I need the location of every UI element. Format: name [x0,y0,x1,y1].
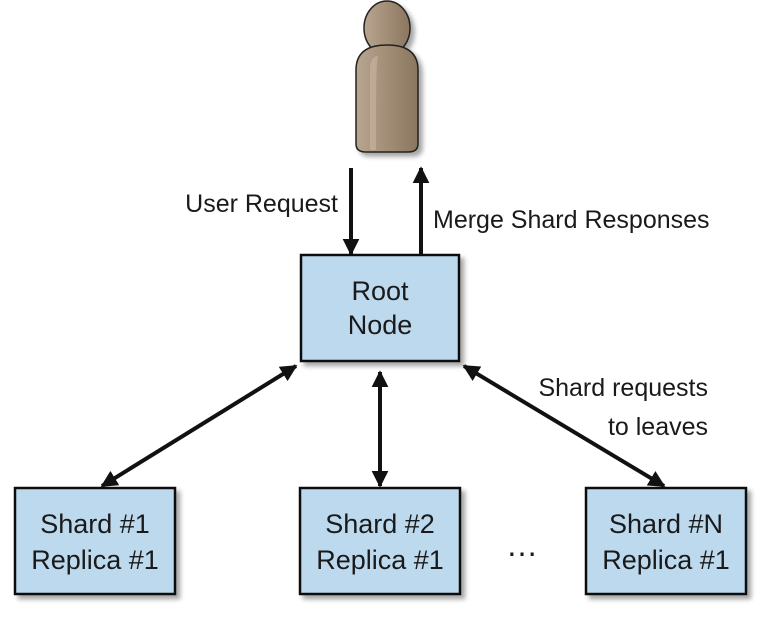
shard-1-label-line1: Shard #1 [40,509,150,539]
shard-n-label-line2: Replica #1 [602,545,730,575]
shard-requests-label-line1: Shard requests [538,374,708,402]
shard-n-label-line1: Shard #N [609,509,723,539]
merge-responses-label: Merge Shard Responses [433,206,710,234]
shard-1-label-line2: Replica #1 [31,545,159,575]
ellipsis-label: … [506,527,538,563]
shard-requests-label-line2: to leaves [608,413,708,441]
shard-2-label-line1: Shard #2 [325,509,435,539]
shard-2-label-line2: Replica #1 [316,545,444,575]
user-request-label: User Request [185,190,338,218]
user-icon [355,0,419,153]
root-node-label-line2: Node [348,310,413,340]
shard-node-n: Shard #N Replica #1 [584,486,748,596]
root-node: Root Node [299,253,461,363]
shard-node-1: Shard #1 Replica #1 [13,486,177,596]
root-node-label-line1: Root [351,276,409,306]
shard-1-arrow [100,364,298,488]
shard-n-arrow [462,364,666,488]
shard-node-2: Shard #2 Replica #1 [298,486,462,596]
